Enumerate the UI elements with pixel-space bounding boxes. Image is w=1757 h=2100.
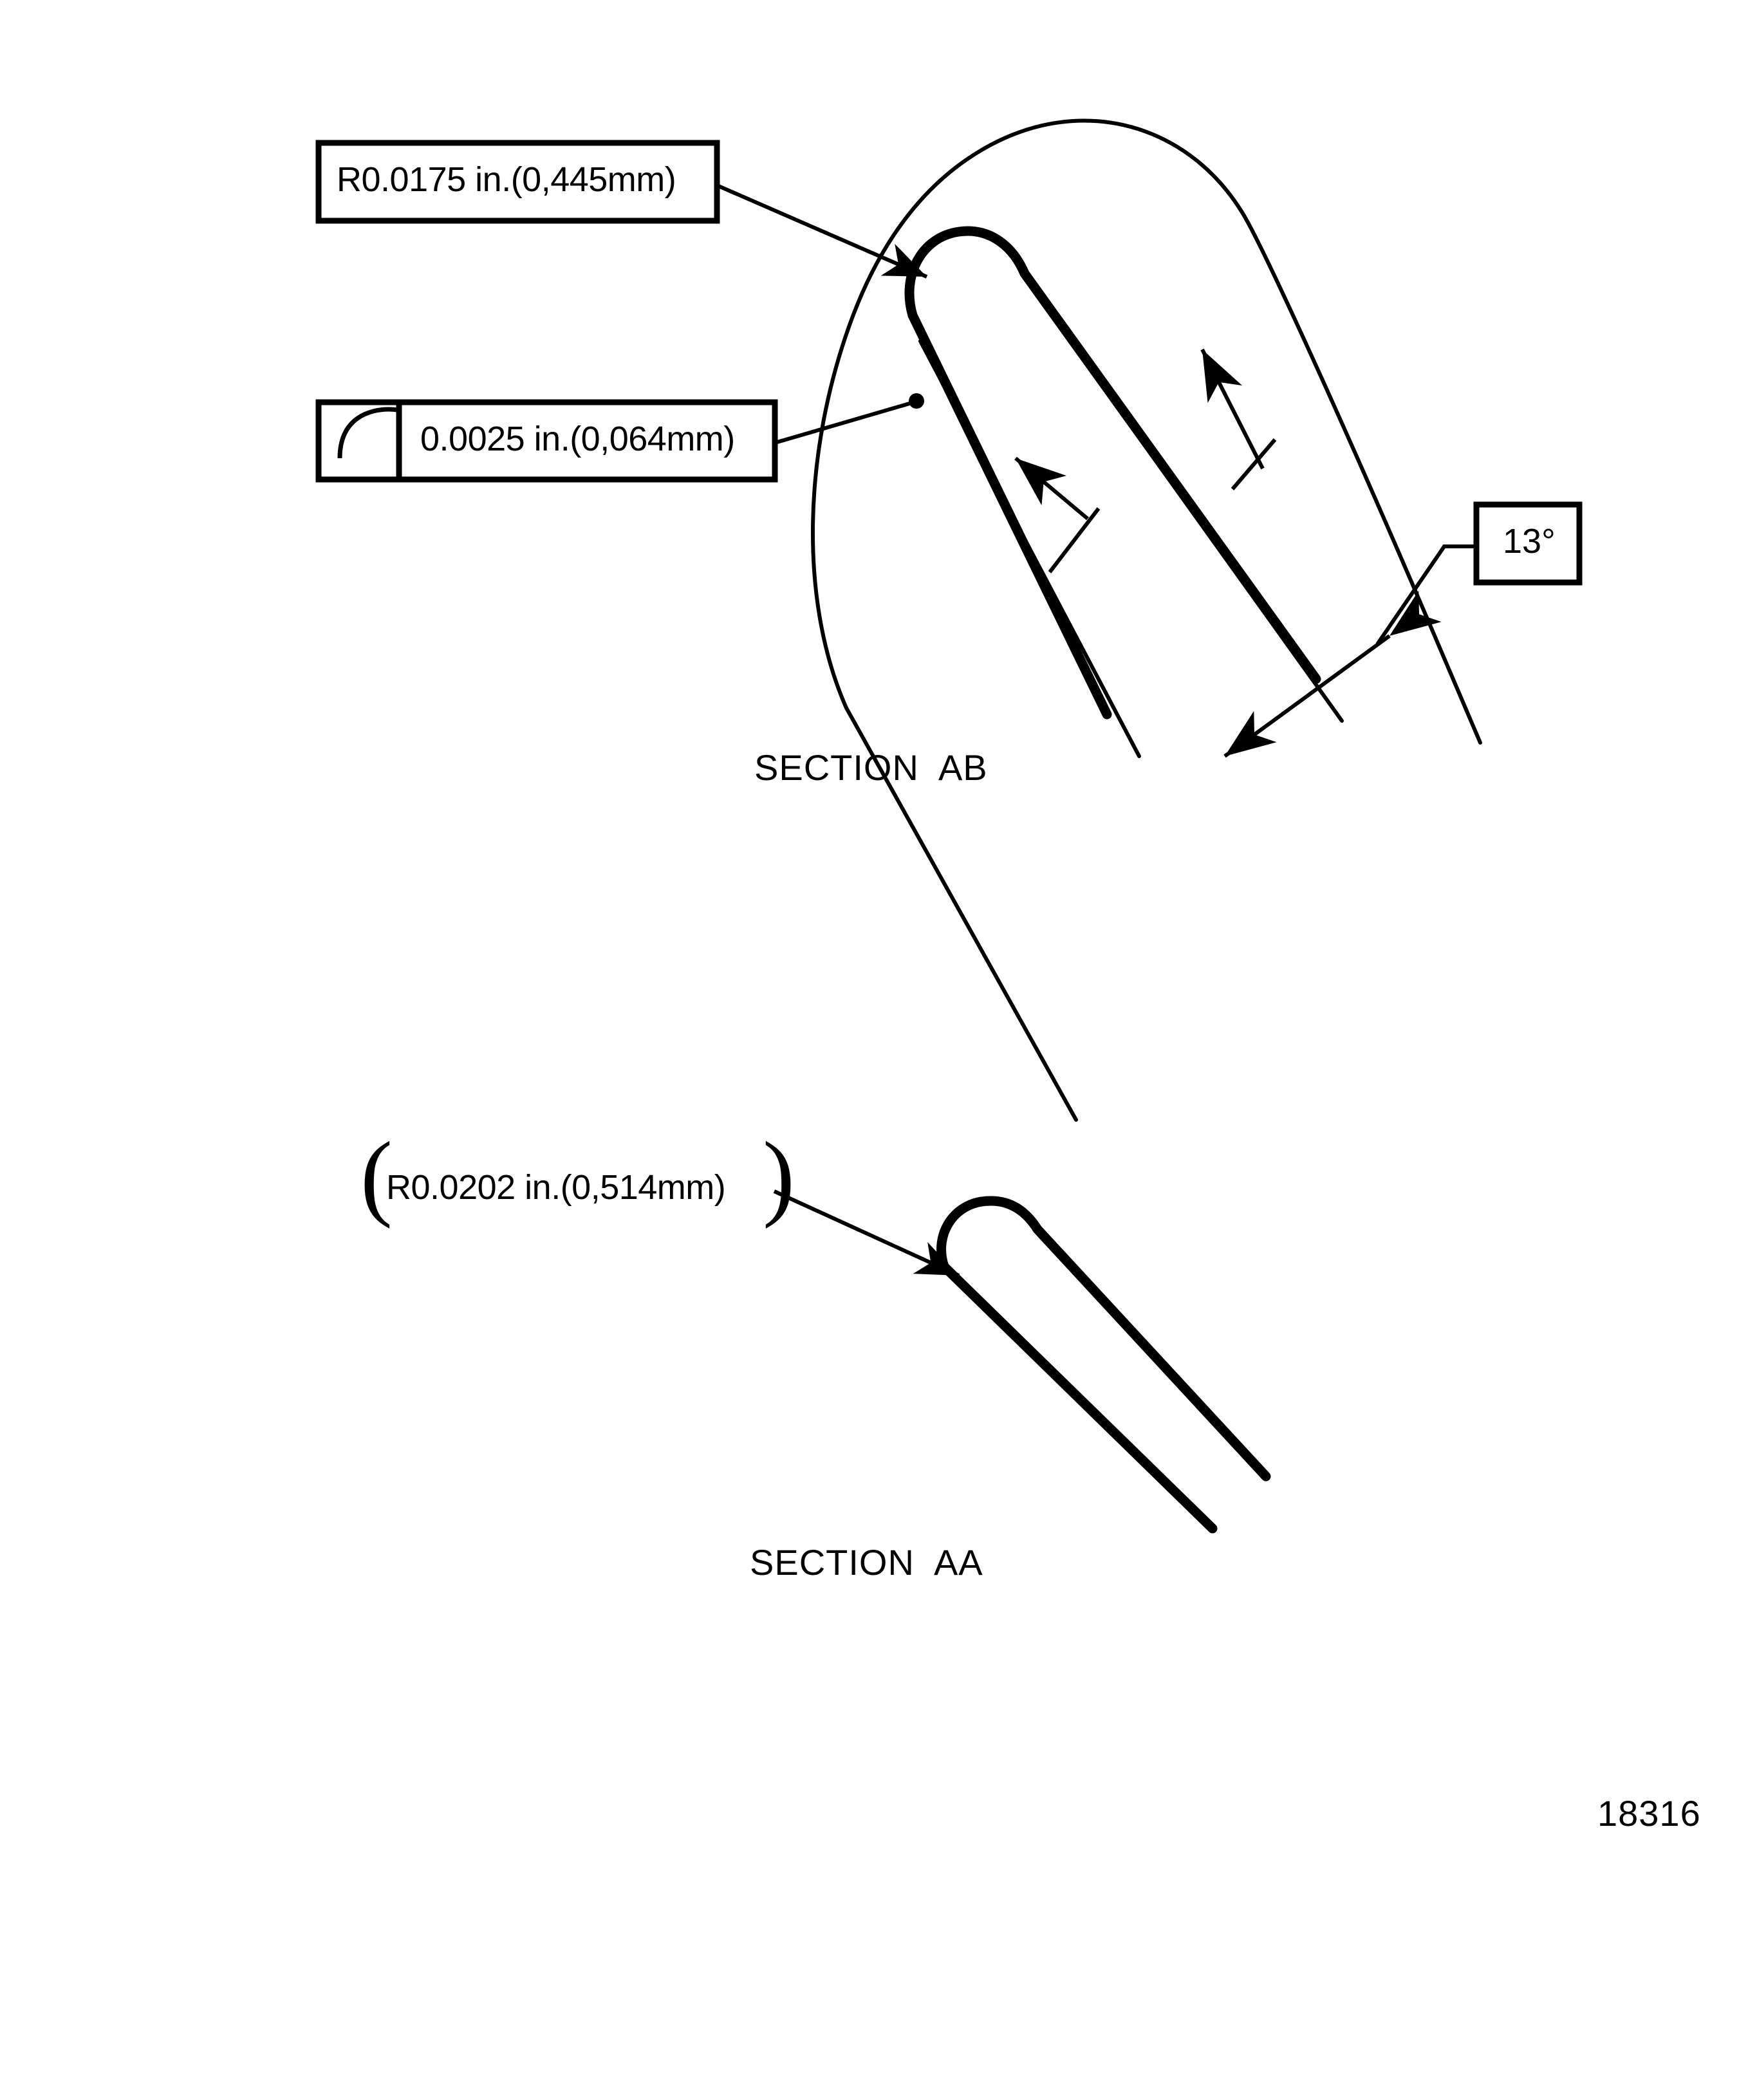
radius-callout-text-aa: R0.0202 in.(0,514mm) xyxy=(386,1168,726,1207)
profile-of-a-surface-icon xyxy=(337,407,397,459)
section-ab-label: SECTION AB xyxy=(754,747,988,788)
profile-tolerance-text: 0.0025 in.(0,064mm) xyxy=(420,420,735,458)
section-aa-label: SECTION AA xyxy=(750,1542,983,1583)
leader-radius-ab xyxy=(716,183,928,279)
open-paren-aa: ( xyxy=(360,1122,393,1229)
blade-profile-outline xyxy=(904,226,1321,720)
blade-inner-offset-lines xyxy=(918,281,1344,758)
tolerance-envelope-flanks xyxy=(1076,750,1226,1120)
figure-number: 18316 xyxy=(1597,1793,1701,1834)
tolerance-arrow-upper-right xyxy=(1200,348,1277,490)
blade-profile-outline-aa xyxy=(936,1196,1271,1534)
radius-callout-text-ab: R0.0175 in.(0,445mm) xyxy=(337,160,676,199)
leader-radius-aa xyxy=(773,1189,960,1278)
feature-control-frame xyxy=(315,399,778,483)
angle-dimension-13deg xyxy=(1223,544,1476,758)
radius-callout-box-ab xyxy=(315,140,720,224)
close-paren-aa: ) xyxy=(763,1122,795,1229)
leader-terminator-dot xyxy=(909,393,924,409)
tolerance-width-indicator-left xyxy=(1014,456,1101,573)
tolerance-arrow-lower-left-b xyxy=(1016,451,1088,516)
angle-callout-box xyxy=(1473,501,1583,586)
leader-profile-tolerance xyxy=(774,393,924,445)
angle-callout-text: 13° xyxy=(1503,522,1556,561)
